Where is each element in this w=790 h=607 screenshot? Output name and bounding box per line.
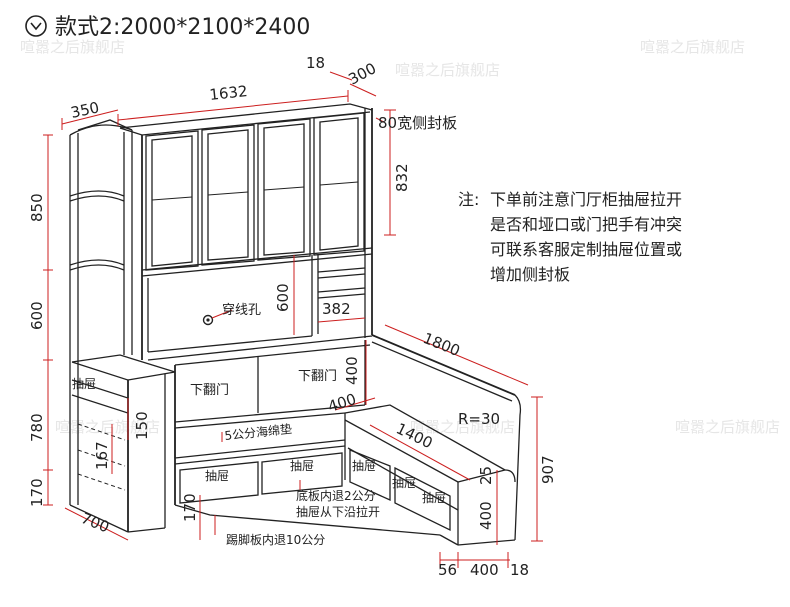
note-block: 注: 下单前注意门厅柜抽屉拉开 是否和垭口或门把手有冲突 可联系客服定制抽屉位置… xyxy=(458,190,682,284)
flip-door-label-2: 下翻门 xyxy=(298,369,337,384)
dim-150: 150 xyxy=(133,411,151,440)
drawer-label-4: 抽屉 xyxy=(392,476,416,490)
sponge-pad-label: 5公分海绵垫 xyxy=(224,421,293,443)
watermark-4: 喧嚣之后旗舰店 xyxy=(55,418,160,436)
dim-18-top: 18 xyxy=(306,54,325,72)
radius-label: R=30 xyxy=(458,410,500,428)
dimension-lines xyxy=(43,71,543,568)
cabinet-lines xyxy=(69,103,522,546)
left-corner-tower xyxy=(69,119,133,505)
note-line-2: 是否和垭口或门把手有冲突 xyxy=(490,215,682,234)
chevron-down-circle-icon xyxy=(25,15,47,37)
note-line-3: 可联系客服定制抽屉位置或 xyxy=(490,240,682,259)
note-label: 注: xyxy=(458,190,479,209)
dim-832: 832 xyxy=(393,163,411,192)
right-bench xyxy=(344,334,522,546)
dim-850: 850 xyxy=(28,193,46,222)
kickboard-note: 踢脚板内退10公分 xyxy=(226,532,325,547)
watermark-2: 喧嚣之后旗舰店 xyxy=(395,61,500,79)
component-labels: 穿线孔 下翻门 下翻门 抽屉 5公分海绵垫 抽屉 抽屉 抽屉 抽屉 抽屉 底板内… xyxy=(72,302,446,547)
dimension-texts: 18 300 1632 350 80宽侧封板 832 850 600 600 3… xyxy=(28,54,557,579)
long-bench xyxy=(174,413,441,536)
dim-600-mid: 600 xyxy=(274,283,292,312)
watermark-6: 喧嚣之后旗舰店 xyxy=(675,418,780,436)
dim-25: 25 xyxy=(477,466,495,485)
dim-18-bottom: 18 xyxy=(510,561,529,579)
small-drawer-label: 抽屉 xyxy=(72,377,96,391)
dim-170-bottom: 170 xyxy=(181,493,199,522)
note-line-1: 下单前注意门厅柜抽屉拉开 xyxy=(490,190,682,209)
drawer-label-1: 抽屉 xyxy=(205,469,229,483)
dim-350: 350 xyxy=(69,98,101,122)
side-panel-label: 80宽侧封板 xyxy=(378,114,457,132)
watermark-1: 喧嚣之后旗舰店 xyxy=(20,38,125,56)
bottom-recess-note: 底板内退2公分 xyxy=(296,488,376,503)
dim-56: 56 xyxy=(438,561,457,579)
upper-cabinet xyxy=(119,103,373,360)
flip-door-cabinet xyxy=(174,340,371,505)
drawer-label-5: 抽屉 xyxy=(422,491,446,505)
drawer-label-2: 抽屉 xyxy=(290,459,314,473)
dim-382: 382 xyxy=(322,300,351,318)
dim-400-vertical-2: 400 xyxy=(477,501,495,530)
dim-167: 167 xyxy=(93,441,111,470)
note-line-4: 增加侧封板 xyxy=(490,265,570,284)
watermarks: 喧嚣之后旗舰店 喧嚣之后旗舰店 喧嚣之后旗舰店 喧嚣之后旗舰店 喧嚣之后旗舰店 … xyxy=(20,38,780,436)
drawer-pull-note: 抽屉从下沿拉开 xyxy=(296,504,380,519)
flip-door-label-1: 下翻门 xyxy=(190,383,229,398)
page-title: 款式2:2000*2100*2400 xyxy=(55,15,310,40)
tv-opening xyxy=(147,254,373,361)
drawer-label-3: 抽屉 xyxy=(352,459,376,473)
dim-907: 907 xyxy=(539,455,557,484)
dim-1800: 1800 xyxy=(421,329,463,360)
dim-170-left: 170 xyxy=(28,478,46,507)
dim-400-bottom: 400 xyxy=(470,561,499,579)
dim-300: 300 xyxy=(345,59,379,88)
cable-hole-label: 穿线孔 xyxy=(222,302,261,318)
watermark-3: 喧嚣之后旗舰店 xyxy=(640,38,745,56)
title-group: 款式2:2000*2100*2400 xyxy=(25,15,310,40)
dim-600-left: 600 xyxy=(28,301,46,330)
dim-700: 700 xyxy=(79,509,112,536)
dim-780: 780 xyxy=(28,413,46,442)
dim-400-vertical: 400 xyxy=(343,356,361,385)
dim-1632: 1632 xyxy=(209,82,249,104)
